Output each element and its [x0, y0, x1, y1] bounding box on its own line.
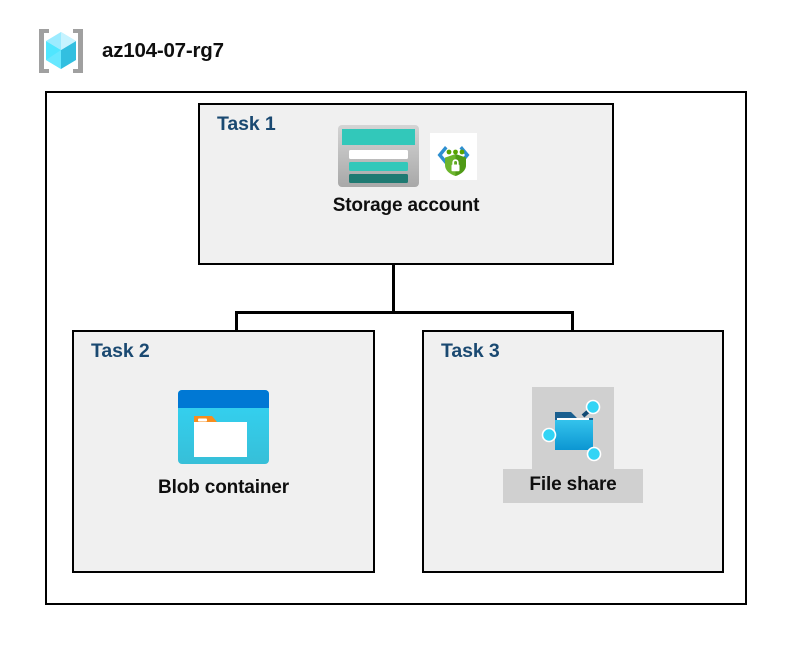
task-1-label: Task 1: [217, 113, 276, 135]
file-share-caption: File share: [529, 474, 617, 495]
node-file-share[interactable]: File share: [424, 387, 722, 503]
storage-account-caption: Storage account: [332, 195, 480, 216]
storage-account-icon-group: [336, 123, 477, 189]
file-share-icon: [537, 392, 609, 464]
file-share-icon-highlight: [532, 387, 614, 469]
storage-account-icon: [336, 123, 421, 189]
resource-group-title: az104-07-rg7: [102, 39, 224, 62]
task-box-2[interactable]: Task 2: [72, 330, 375, 573]
task-box-1[interactable]: Task 1: [198, 103, 614, 265]
task-box-3[interactable]: Task 3: [422, 330, 724, 573]
task-3-label: Task 3: [441, 340, 500, 362]
resource-group-header: az104-07-rg7: [33, 25, 224, 77]
file-share-caption-highlight: File share: [503, 469, 643, 503]
blob-container-icon: [175, 387, 272, 477]
node-blob-container[interactable]: Blob container: [74, 387, 373, 499]
security-shield-lock-icon: [429, 132, 477, 180]
blob-container-caption: Blob container: [158, 477, 289, 498]
task-2-label: Task 2: [91, 340, 150, 362]
resource-group-cube-icon: [33, 25, 89, 77]
node-storage-account[interactable]: Storage account: [200, 123, 612, 217]
connector-horizontal-bus: [235, 311, 574, 314]
